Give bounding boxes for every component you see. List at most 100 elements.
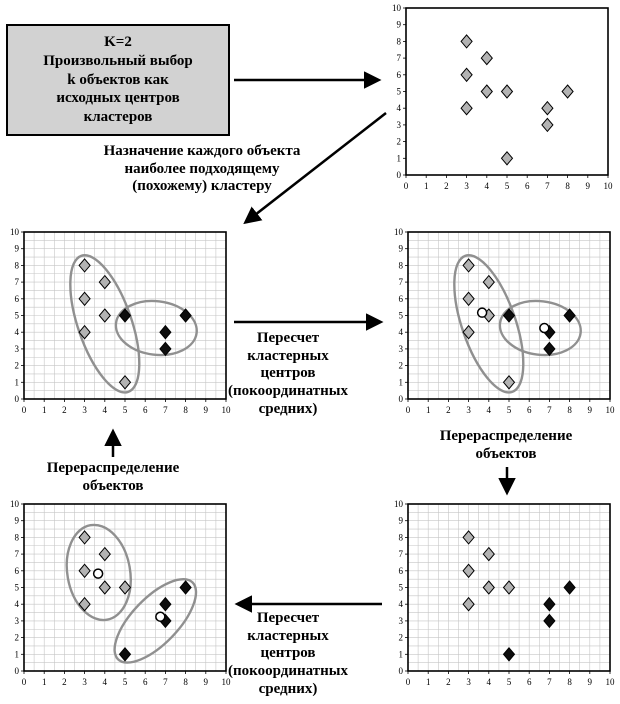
y-tick-label: 10	[10, 227, 20, 237]
y-tick-label: 10	[392, 3, 402, 13]
x-tick-label: 1	[42, 677, 47, 687]
y-tick-label: 8	[15, 260, 20, 270]
start-box-text: K=2 Произвольный выбор k объектов как ис…	[43, 34, 193, 126]
y-tick-label: 6	[15, 294, 20, 304]
y-tick-label: 10	[394, 499, 404, 509]
data-point-black	[159, 596, 172, 612]
x-tick-label: 7	[163, 405, 168, 415]
y-tick-label: 0	[15, 394, 20, 404]
x-tick-label: 2	[446, 405, 451, 415]
x-tick-label: 8	[567, 405, 572, 415]
y-tick-label: 4	[15, 327, 20, 337]
recalc-centers-label-1: Пересчет кластерных центров (покоординат…	[228, 330, 348, 417]
data-point-gray	[78, 258, 91, 273]
data-point-gray	[78, 596, 91, 612]
y-tick-label: 7	[15, 549, 20, 559]
data-point-black	[118, 308, 132, 323]
data-point-gray	[462, 258, 475, 273]
x-tick-label: 7	[547, 405, 552, 415]
x-tick-label: 9	[588, 405, 593, 415]
y-tick-label: 2	[15, 361, 20, 371]
assign-objects-label: Назначение каждого объекта наиболее подх…	[103, 143, 301, 195]
data-point-black	[179, 580, 192, 595]
y-tick-label: 5	[399, 311, 404, 321]
x-tick-label: 2	[62, 405, 67, 415]
data-point-black	[179, 308, 192, 323]
y-tick-label: 5	[15, 311, 20, 321]
data-point-gray	[500, 84, 514, 99]
y-tick-label: 5	[15, 583, 20, 593]
x-tick-label: 10	[606, 677, 616, 687]
x-tick-label: 10	[604, 181, 614, 191]
x-tick-label: 3	[82, 405, 87, 415]
x-tick-label: 7	[545, 181, 550, 191]
y-tick-label: 8	[399, 260, 404, 270]
y-tick-label: 0	[397, 170, 402, 180]
x-tick-label: 2	[446, 677, 451, 687]
cluster-outline	[65, 523, 132, 622]
y-tick-label: 8	[399, 532, 404, 542]
y-tick-label: 1	[15, 649, 20, 659]
y-tick-label: 7	[15, 277, 20, 287]
cluster-outline	[498, 299, 582, 357]
data-point-gray	[98, 274, 111, 290]
y-tick-label: 6	[397, 70, 402, 80]
y-tick-label: 4	[15, 599, 20, 609]
y-tick-label: 9	[397, 20, 402, 30]
data-point-gray	[98, 308, 111, 323]
x-tick-label: 9	[588, 677, 593, 687]
y-tick-label: 4	[399, 599, 404, 609]
data-point-gray	[480, 50, 493, 66]
y-tick-label: 1	[15, 377, 20, 387]
x-tick-label: 5	[507, 677, 512, 687]
x-tick-label: 3	[464, 181, 469, 191]
data-point-gray	[118, 580, 132, 595]
y-tick-label: 4	[399, 327, 404, 337]
x-tick-label: 7	[163, 677, 168, 687]
redistribute-objects-label-right: Перераспределение объектов	[439, 428, 573, 462]
y-tick-label: 2	[15, 633, 20, 643]
x-tick-label: 9	[204, 405, 209, 415]
data-point-gray	[482, 546, 495, 562]
y-tick-label: 3	[397, 120, 402, 130]
x-tick-label: 4	[487, 405, 492, 415]
y-tick-label: 6	[399, 294, 404, 304]
x-tick-label: 5	[123, 677, 128, 687]
y-tick-label: 5	[397, 87, 402, 97]
x-tick-label: 5	[123, 405, 128, 415]
x-tick-label: 1	[424, 181, 429, 191]
data-point-black	[502, 308, 516, 323]
y-tick-label: 8	[15, 532, 20, 542]
x-tick-label: 10	[222, 405, 232, 415]
data-point-gray	[98, 580, 111, 595]
x-tick-label: 1	[426, 405, 431, 415]
y-tick-label: 2	[397, 137, 402, 147]
x-tick-label: 6	[527, 677, 532, 687]
x-tick-label: 0	[22, 405, 27, 415]
y-tick-label: 3	[399, 616, 404, 626]
data-point-black	[563, 580, 576, 595]
y-tick-label: 9	[399, 244, 404, 254]
x-tick-label: 4	[103, 405, 108, 415]
y-tick-label: 1	[399, 377, 404, 387]
y-tick-label: 3	[15, 616, 20, 626]
data-point-gray	[460, 34, 473, 49]
y-tick-label: 0	[399, 666, 404, 676]
data-point-gray	[541, 100, 554, 116]
y-tick-label: 10	[10, 499, 20, 509]
cluster-center	[539, 322, 550, 334]
x-tick-label: 8	[565, 181, 570, 191]
x-tick-label: 1	[42, 405, 47, 415]
data-point-gray	[460, 67, 473, 83]
recalc-centers-label-2: Пересчет кластерных центров (покоординат…	[228, 610, 348, 697]
data-point-gray	[462, 563, 475, 579]
x-tick-label: 6	[143, 405, 148, 415]
x-tick-label: 4	[103, 677, 108, 687]
